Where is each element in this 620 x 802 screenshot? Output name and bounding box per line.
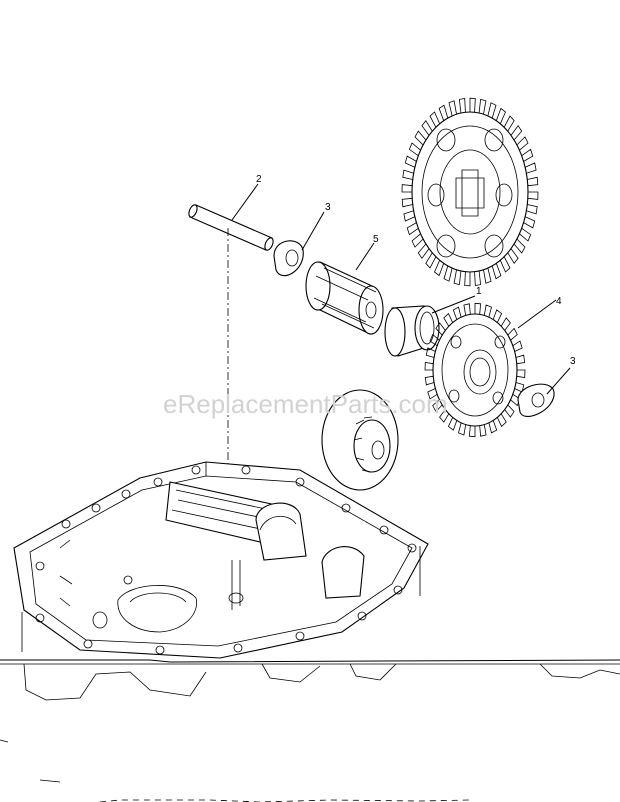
- callout-5: 5: [373, 234, 379, 245]
- medium-gear: [424, 302, 526, 438]
- callout-3b: 3: [570, 356, 576, 367]
- large-gear: [401, 97, 539, 287]
- callout-1: 1: [476, 286, 482, 297]
- midTeeth-teeth: [424, 302, 526, 438]
- watermark: eReplacementParts.com: [163, 389, 448, 419]
- pinion-gear: [305, 261, 384, 335]
- idler-gear: [321, 389, 399, 491]
- thrust-washer-upper: [273, 240, 304, 277]
- bigTeeth-teeth: [401, 97, 539, 287]
- callout-2: 2: [256, 174, 262, 185]
- callout-3a: 3: [325, 202, 331, 213]
- bushing: [384, 305, 440, 357]
- thrust-washer-lower: [517, 383, 555, 417]
- callout-4: 4: [556, 296, 562, 307]
- shaft-pin: [188, 204, 274, 251]
- transmission-housing: [13, 461, 429, 659]
